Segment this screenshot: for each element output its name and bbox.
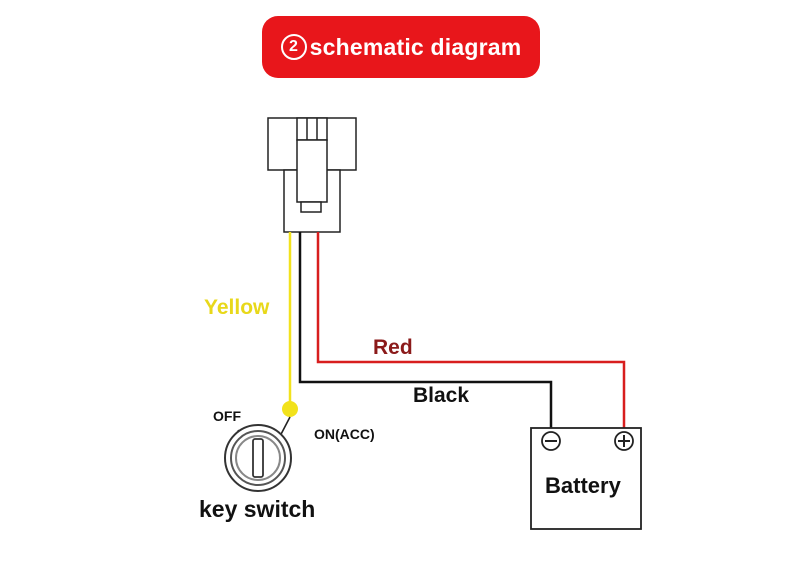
- on-acc-position-label: ON(ACC): [314, 426, 375, 442]
- title-number-badge: 2: [280, 34, 307, 60]
- black-wire-label: Black: [413, 384, 470, 407]
- black-wire: [298, 232, 553, 432]
- battery-label: Battery: [545, 473, 621, 498]
- key-switch-label: key switch: [199, 496, 316, 522]
- connector: [267, 117, 357, 233]
- yellow-wire-label: Yellow: [204, 296, 270, 319]
- title-text: schematic diagram: [309, 33, 522, 60]
- battery: [530, 427, 642, 530]
- page-title: 2 schematic diagram: [262, 16, 540, 78]
- red-wire: [316, 232, 626, 432]
- red-wire-label: Red: [373, 336, 413, 359]
- positive-terminal-icon: [614, 431, 634, 451]
- key-slot: [252, 438, 264, 478]
- key-switch: [224, 401, 298, 492]
- yellow-terminal-dot: [282, 401, 298, 417]
- off-position-label: OFF: [213, 408, 241, 424]
- negative-terminal-icon: [541, 431, 561, 451]
